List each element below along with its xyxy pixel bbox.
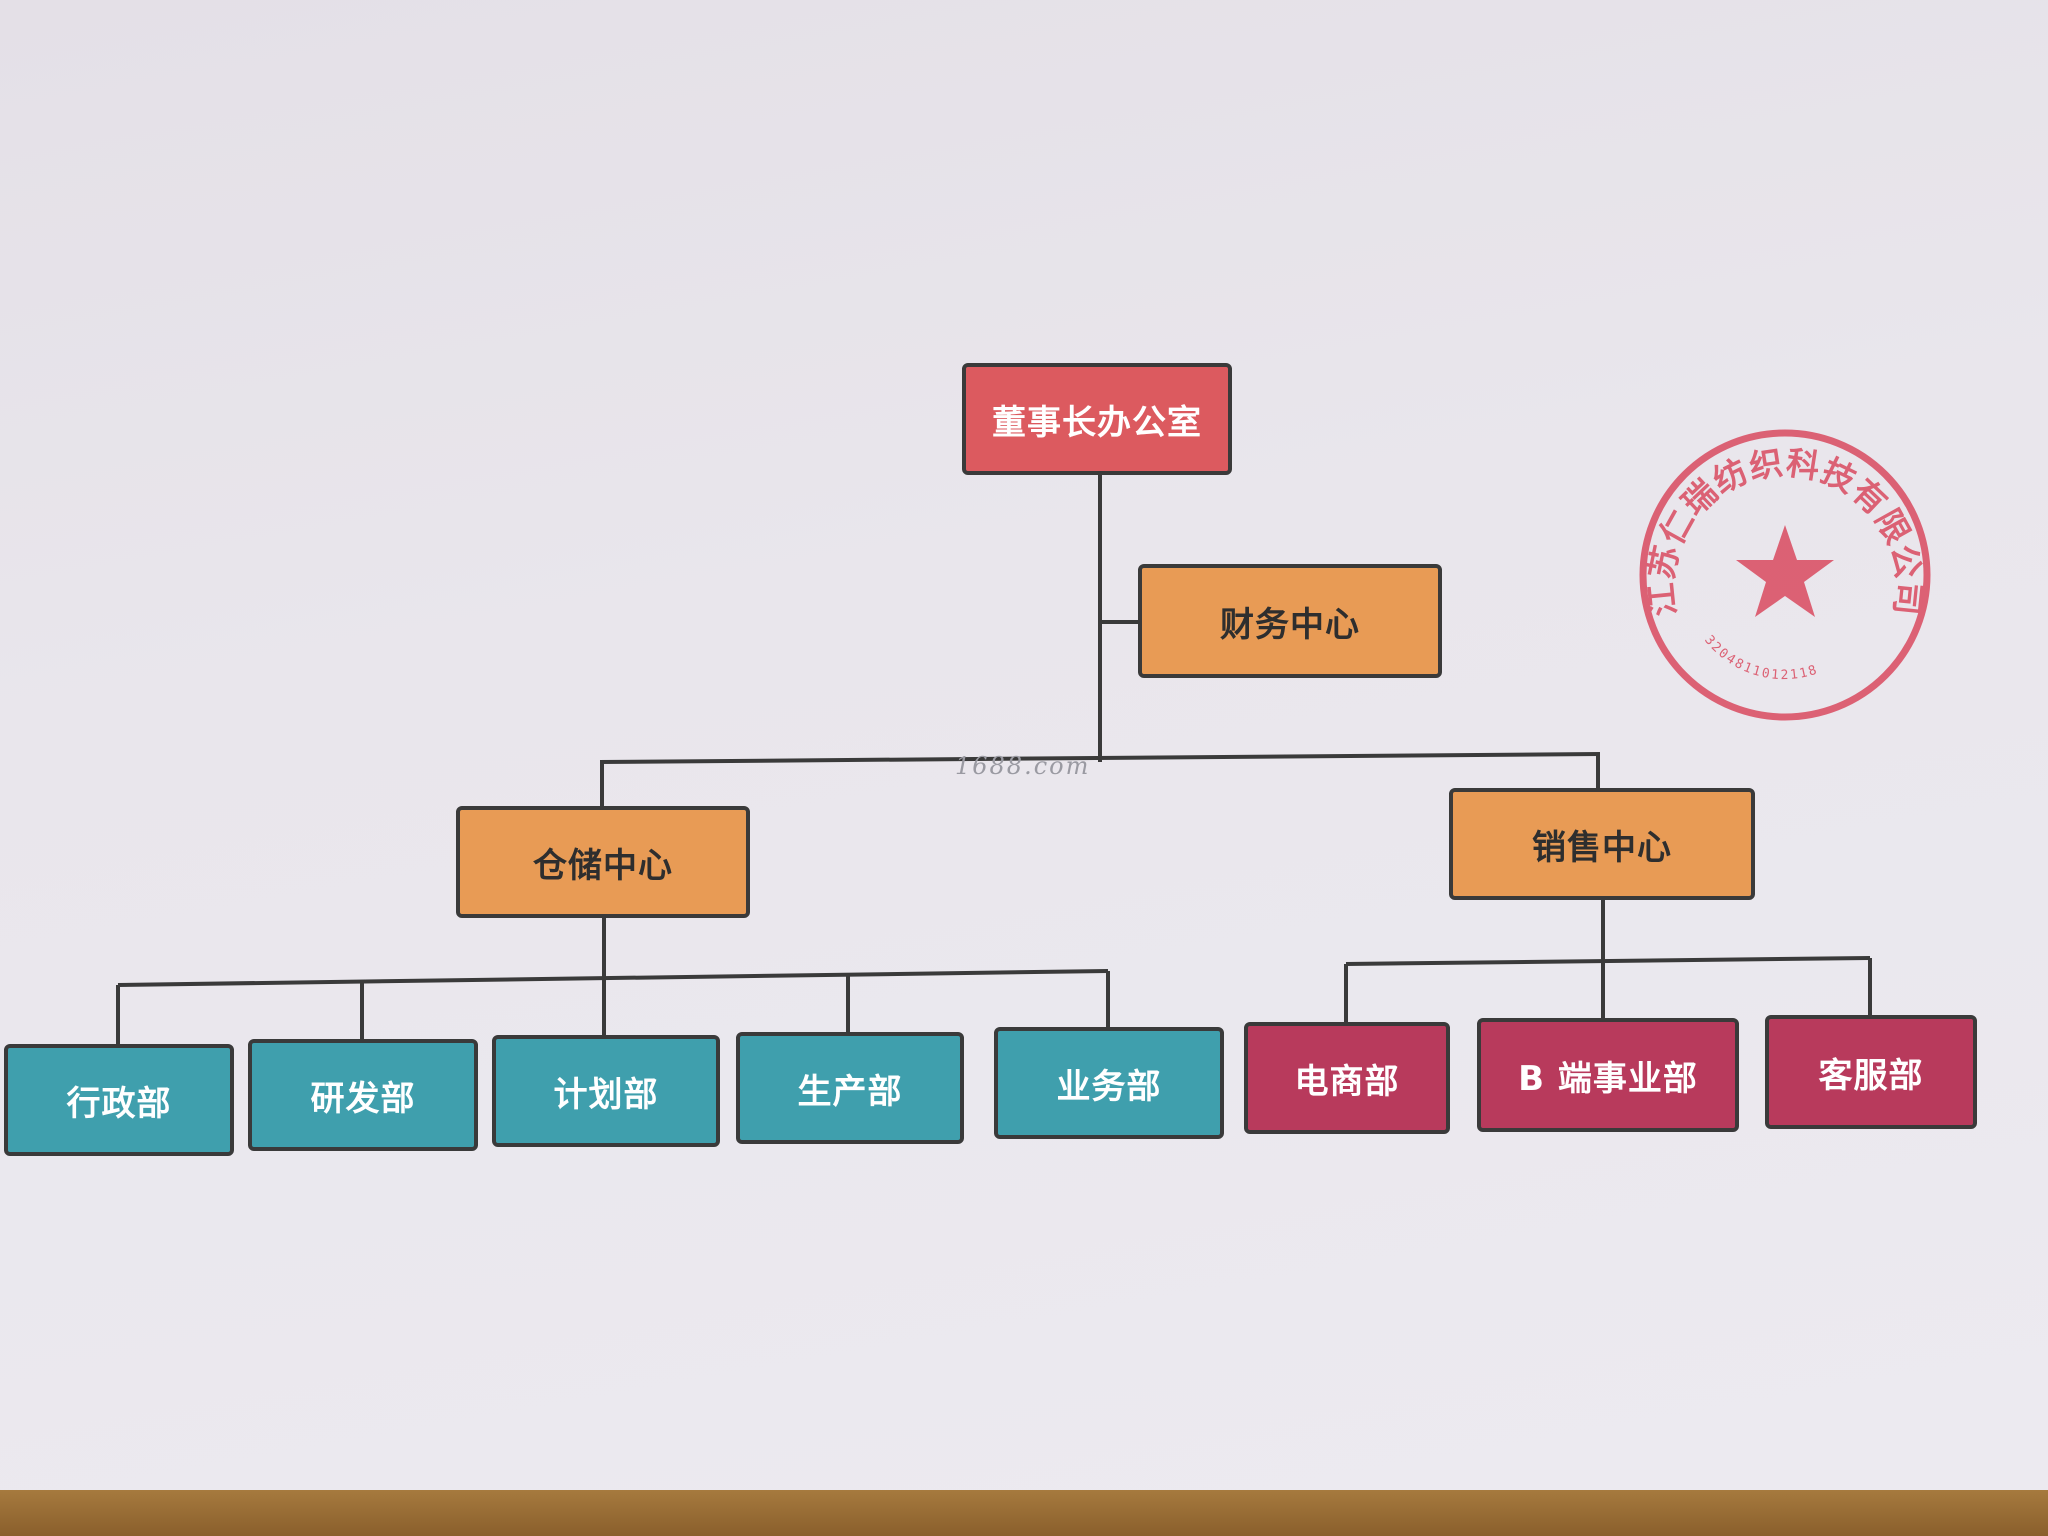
node-board-office: 董事长办公室 [962,363,1232,475]
node-planning-dept: 计划部 [492,1035,720,1147]
seal-code: 3204811012118 [1701,633,1818,683]
watermark-text: 1688.com [955,752,1091,780]
paper-background [0,0,2048,1490]
company-seal: 江苏仁瑞纺织科技有限公司 3204811012118 [1639,429,1931,721]
node-customer-service-dept: 客服部 [1765,1015,1977,1129]
star-icon [1736,525,1834,617]
node-b2b-dept: B 端事业部 [1477,1018,1739,1132]
node-rnd-dept: 研发部 [248,1039,478,1151]
svg-text:3204811012118: 3204811012118 [1701,633,1820,683]
node-finance-center: 财务中心 [1138,564,1442,678]
node-warehouse-center: 仓储中心 [456,806,750,918]
node-business-dept: 业务部 [994,1027,1224,1139]
node-production-dept: 生产部 [736,1032,964,1144]
table-edge [0,1490,2048,1536]
node-sales-center: 销售中心 [1449,788,1755,900]
node-admin-dept: 行政部 [4,1044,234,1156]
node-ecommerce-dept: 电商部 [1244,1022,1450,1134]
